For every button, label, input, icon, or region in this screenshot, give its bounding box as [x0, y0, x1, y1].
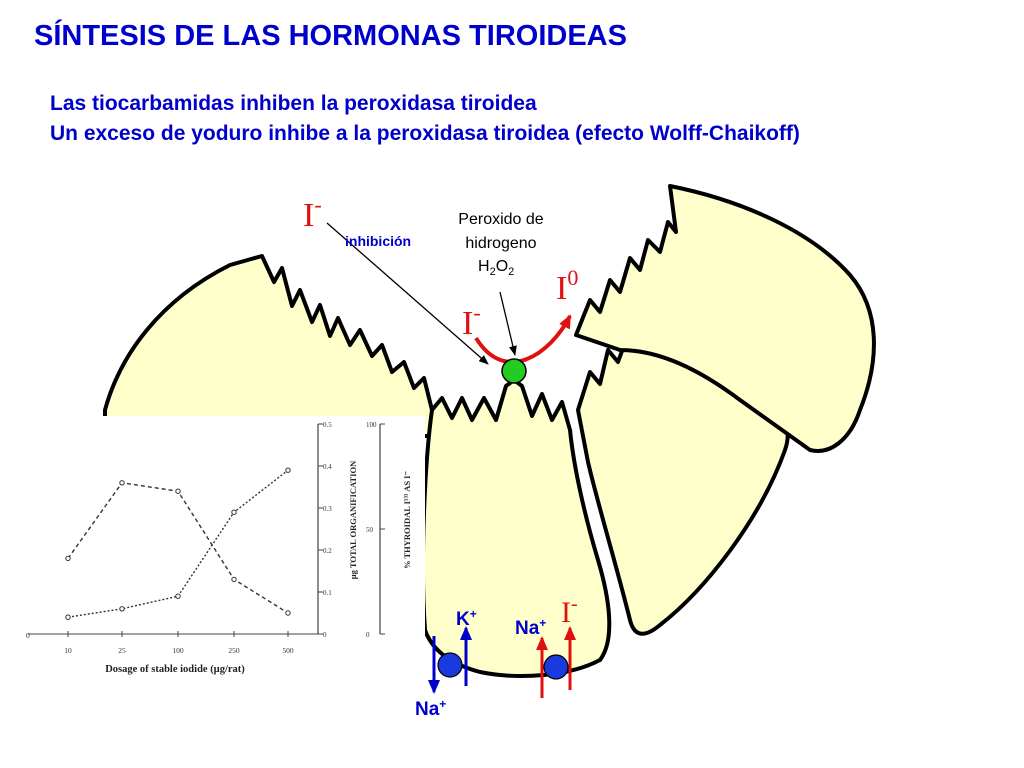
chart-point [65, 555, 71, 562]
wolff-chaikoff-chart: 10 25 100 250 500 0 0 0.1 0.2 0.3 0.4 0.5 0 50 100 Dos… [20, 416, 425, 684]
chart-left-tick-label: 0.5 [323, 421, 332, 429]
chart-point [175, 488, 181, 494]
chart-point [65, 614, 71, 620]
chart-origin-label: 0 [26, 631, 30, 640]
peroxide-arrow [499, 291, 517, 356]
nis-symporter [543, 654, 569, 680]
h2o2-label: H2O2 [478, 258, 514, 278]
chart-left-tick-label: 0.1 [323, 589, 332, 597]
na-k-pump [437, 652, 463, 678]
iodine-zero-label: I0 [556, 265, 578, 307]
chart-ylabel-right: % THYROIDAL I¹³¹ AS I⁻ [402, 471, 412, 569]
na-plus-bottom-label: Na+ [415, 697, 446, 720]
chart-point [231, 576, 237, 583]
na-plus-right-label: Na+ [515, 616, 546, 639]
chart-left-tick-label: 0 [323, 631, 327, 639]
k-plus-label: K+ [456, 607, 477, 630]
chart-point [285, 610, 291, 616]
cell-right-upper [574, 184, 876, 453]
inhibicion-label: inhibición [345, 233, 411, 249]
chart-x-tick-label: 100 [172, 646, 184, 655]
oxidation-arrow [474, 314, 572, 364]
chart-point [119, 606, 125, 612]
iodide-left-label: I- [462, 300, 481, 342]
chart-right-tick-label: 50 [366, 526, 374, 534]
iodide-top-label: I- [303, 192, 322, 234]
chart-background [20, 416, 425, 684]
subtitle-line-1: Las tiocarbamidas inhiben la peroxidasa … [50, 92, 537, 115]
chart-ylabel-left: µg TOTAL ORGANIFICATION [348, 460, 358, 579]
peroxide-label-line2: hidrogeno [465, 235, 536, 252]
chart-left-tick-label: 0.4 [323, 463, 332, 471]
page-title: SÍNTESIS DE LAS HORMONAS TIROIDEAS [34, 20, 627, 52]
chart-xlabel: Dosage of stable iodide (µg/rat) [105, 664, 245, 675]
chart-point [119, 480, 125, 486]
chart-left-tick-label: 0.3 [323, 505, 332, 513]
cell-left [103, 254, 438, 438]
iodide-bottom-label: I- [561, 593, 578, 629]
peroxidase-enzyme [501, 358, 527, 384]
chart-point [285, 467, 291, 473]
chart-right-tick-label: 0 [366, 631, 370, 639]
chart-point [231, 509, 237, 515]
peroxide-label-line1: Peroxido de [458, 211, 543, 228]
chart-point [175, 593, 181, 599]
chart-right-tick-label: 100 [366, 421, 377, 429]
chart-x-tick-label: 250 [228, 646, 240, 655]
subtitle-line-2: Un exceso de yoduro inhibe a la peroxida… [50, 122, 800, 145]
chart-x-tick-label: 25 [118, 646, 126, 655]
chart-left-tick-label: 0.2 [323, 547, 332, 555]
inhibition-arrow [326, 222, 489, 365]
chart-x-tick-label: 500 [282, 646, 294, 655]
chart-x-tick-label: 10 [64, 646, 72, 655]
